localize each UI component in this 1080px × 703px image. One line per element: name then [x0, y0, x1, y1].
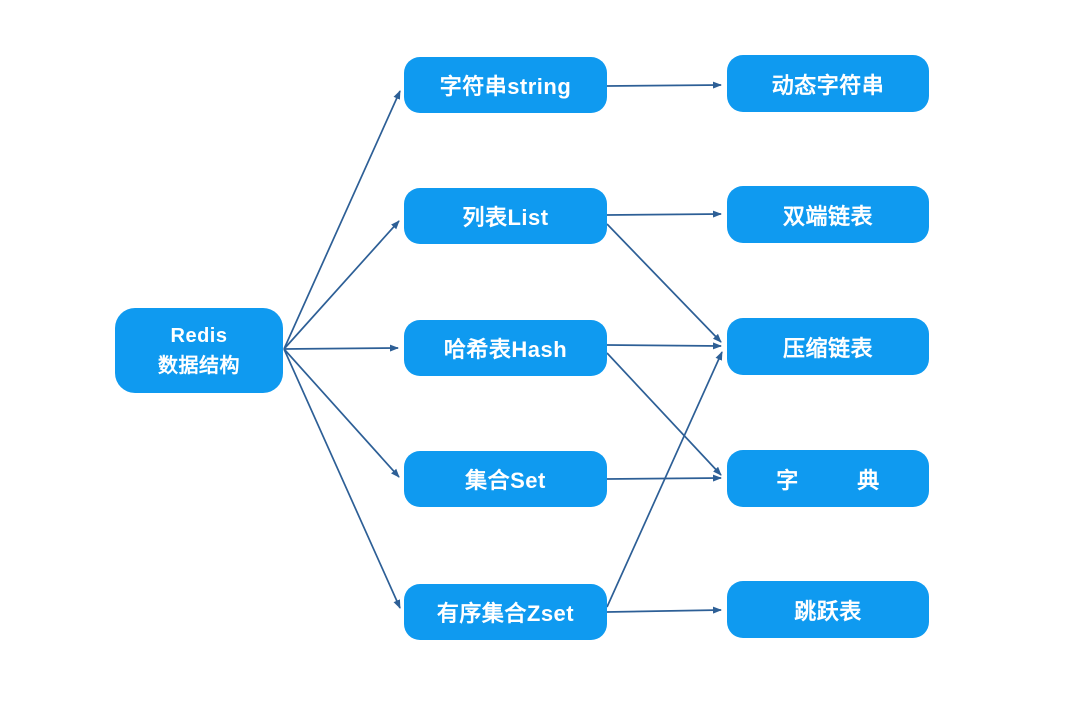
node-skiplist: 跳跃表: [727, 581, 929, 638]
node-redis-root: Redis 数据结构: [115, 308, 283, 393]
node-zset-label: 有序集合Zset: [436, 601, 575, 626]
edge-redis-to-list: [283, 220, 400, 350]
node-dict-label: 字 典: [776, 467, 880, 493]
edge-redis-to-string: [283, 90, 401, 350]
node-list-label: 列表List: [462, 205, 549, 230]
node-hash: 哈希表Hash: [404, 320, 607, 376]
redis-root-label-line1: Redis: [170, 324, 228, 347]
node-set: 集合Set: [404, 451, 607, 507]
node-dict: 字 典: [727, 450, 929, 507]
node-zset: 有序集合Zset: [404, 584, 607, 640]
node-dynamic-string: 动态字符串: [727, 55, 929, 112]
node-string: 字符串string: [404, 57, 607, 113]
edge-string-to-dynamic-string: [606, 81, 722, 89]
edge-redis-to-zset: [283, 348, 401, 609]
edge-hash-to-dict: [606, 352, 722, 476]
node-ziplist-label: 压缩链表: [782, 335, 873, 361]
node-hash-label: 哈希表Hash: [443, 337, 568, 362]
edge-list-to-ziplist: [606, 223, 722, 343]
edge-hash-to-ziplist: [606, 342, 722, 350]
node-doubly-linked-list-label: 双端链表: [782, 203, 873, 229]
edge-redis-to-set: [283, 348, 400, 478]
node-list: 列表List: [404, 188, 607, 244]
node-string-label: 字符串string: [439, 74, 572, 99]
edge-zset-to-ziplist: [606, 351, 723, 608]
node-doubly-linked-list: 双端链表: [727, 186, 929, 243]
edge-set-to-dict: [606, 474, 722, 482]
node-set-label: 集合Set: [465, 468, 546, 493]
edge-zset-to-skiplist: [606, 606, 722, 614]
edge-list-to-doubly-linked-list: [606, 210, 722, 218]
node-skiplist-label: 跳跃表: [794, 598, 862, 624]
edge-redis-to-hash: [283, 344, 399, 352]
node-dynamic-string-label: 动态字符串: [771, 72, 885, 98]
node-ziplist: 压缩链表: [727, 318, 929, 375]
redis-root-label-line2: 数据结构: [158, 354, 240, 377]
